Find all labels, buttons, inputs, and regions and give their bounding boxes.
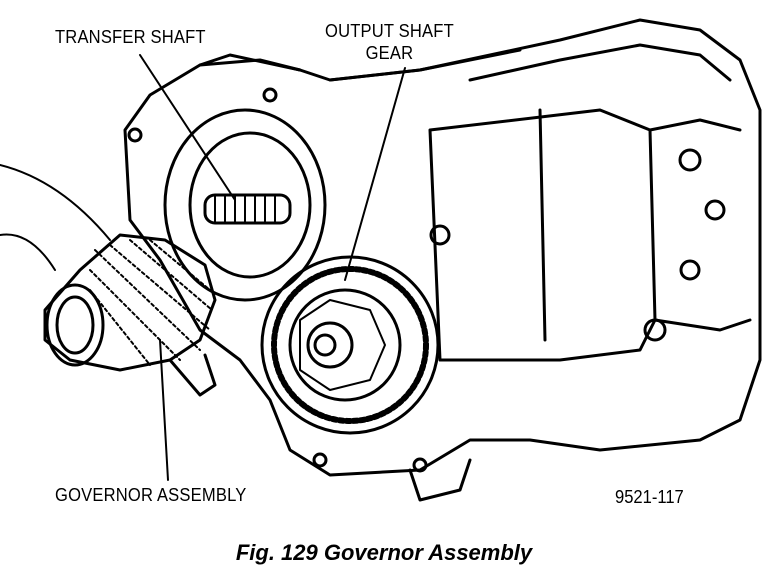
governor-assembly-label: GOVERNOR ASSEMBLY (55, 485, 247, 505)
output-shaft-gear-label-line1: OUTPUT SHAFT (325, 21, 454, 41)
side-rib (648, 118, 752, 332)
flange-bolt (127, 127, 143, 143)
flange-bolt (312, 452, 328, 468)
cover-lip (538, 108, 547, 342)
lower-lug (168, 353, 217, 397)
output-shaft-gear-nut (313, 333, 337, 357)
flange-bolt (412, 457, 428, 473)
transmission-illustration (0, 18, 762, 502)
gear-hub-detail (299, 299, 386, 391)
output-shaft-gear-label: OUTPUT SHAFT GEAR (325, 20, 454, 64)
figure-caption: Fig. 129 Governor Assembly (235, 540, 533, 565)
lower-bracket (408, 458, 472, 502)
output-shaft-gear-hub (288, 288, 402, 402)
output-shaft-gear-label-line2: GEAR (365, 43, 414, 63)
governor-shading (89, 239, 213, 366)
output-shaft-gear-teeth (271, 266, 429, 424)
top-edge (468, 43, 732, 82)
leader-transfer-shaft (139, 54, 236, 201)
side-bolt (704, 199, 726, 221)
governor-end-ring-inner (55, 295, 95, 355)
leader-governor (159, 339, 169, 481)
transfer-shaft-label: TRANSFER SHAFT (55, 27, 206, 47)
spline-lines (214, 194, 276, 224)
figure-number: 9521-117 (615, 487, 684, 507)
transfer-shaft-bore-inner (188, 131, 312, 279)
top-flange (198, 48, 522, 82)
side-bolt (643, 318, 667, 342)
side-bolt (679, 259, 701, 281)
flange-bolt (262, 87, 278, 103)
case-outline (123, 18, 762, 477)
governor-shaft (0, 164, 111, 271)
transfer-shaft-spline (203, 193, 292, 225)
governor-body (43, 233, 217, 372)
side-bolt (678, 148, 702, 172)
transfer-shaft-bore-outer (163, 108, 327, 302)
output-shaft-gear-center (306, 321, 354, 369)
side-bolt (429, 224, 451, 246)
output-shaft-gear-outer (260, 255, 440, 435)
leader-output-gear (344, 67, 406, 281)
governor-end-ring (45, 283, 105, 367)
